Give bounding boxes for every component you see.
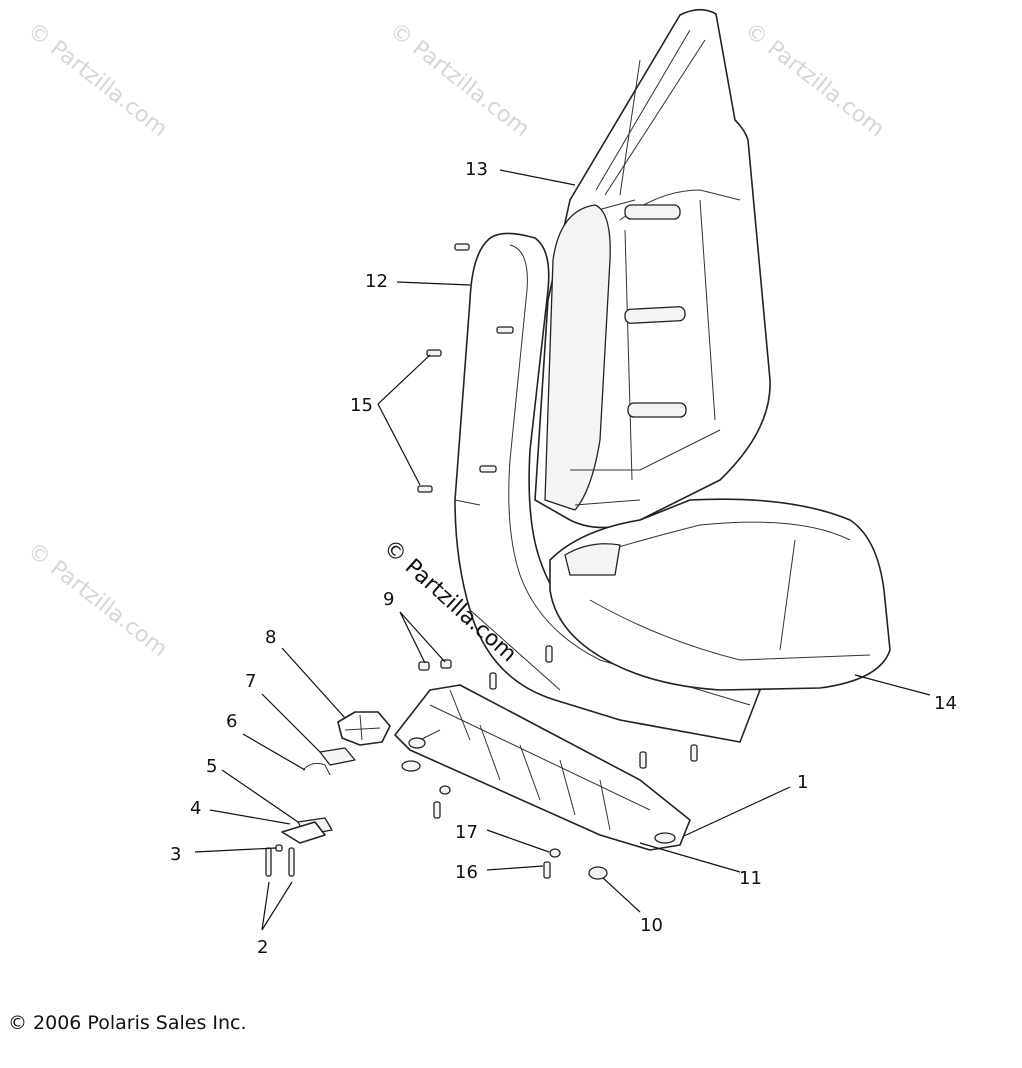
- callouts: 1 2 3 4 5 6 7 8 9 10 11 12 13 14 15 16 1…: [170, 159, 957, 958]
- callout-8: 8: [265, 627, 276, 648]
- fasteners: [401, 243, 698, 880]
- callout-3: 3: [170, 844, 181, 865]
- callout-4: 4: [190, 798, 201, 819]
- callout-1: 1: [797, 772, 808, 793]
- callout-2: 2: [257, 937, 268, 958]
- callout-17: 17: [455, 822, 478, 843]
- seat-base: [394, 684, 691, 851]
- leader-lines: [194, 169, 931, 931]
- callout-10: 10: [640, 915, 663, 936]
- callout-15: 15: [350, 395, 373, 416]
- callout-13: 13: [465, 159, 488, 180]
- seat-back: [534, 8, 771, 529]
- callout-16: 16: [455, 862, 478, 883]
- callout-6: 6: [226, 711, 237, 732]
- callout-5: 5: [206, 756, 217, 777]
- callout-11: 11: [739, 868, 762, 889]
- callout-12: 12: [365, 271, 388, 292]
- latch-components: [265, 711, 391, 877]
- callout-9: 9: [383, 589, 394, 610]
- callout-14: 14: [934, 693, 957, 714]
- callout-7: 7: [245, 671, 256, 692]
- copyright-notice: © 2006 Polaris Sales Inc.: [8, 1012, 247, 1034]
- seat-cushion: [549, 498, 891, 691]
